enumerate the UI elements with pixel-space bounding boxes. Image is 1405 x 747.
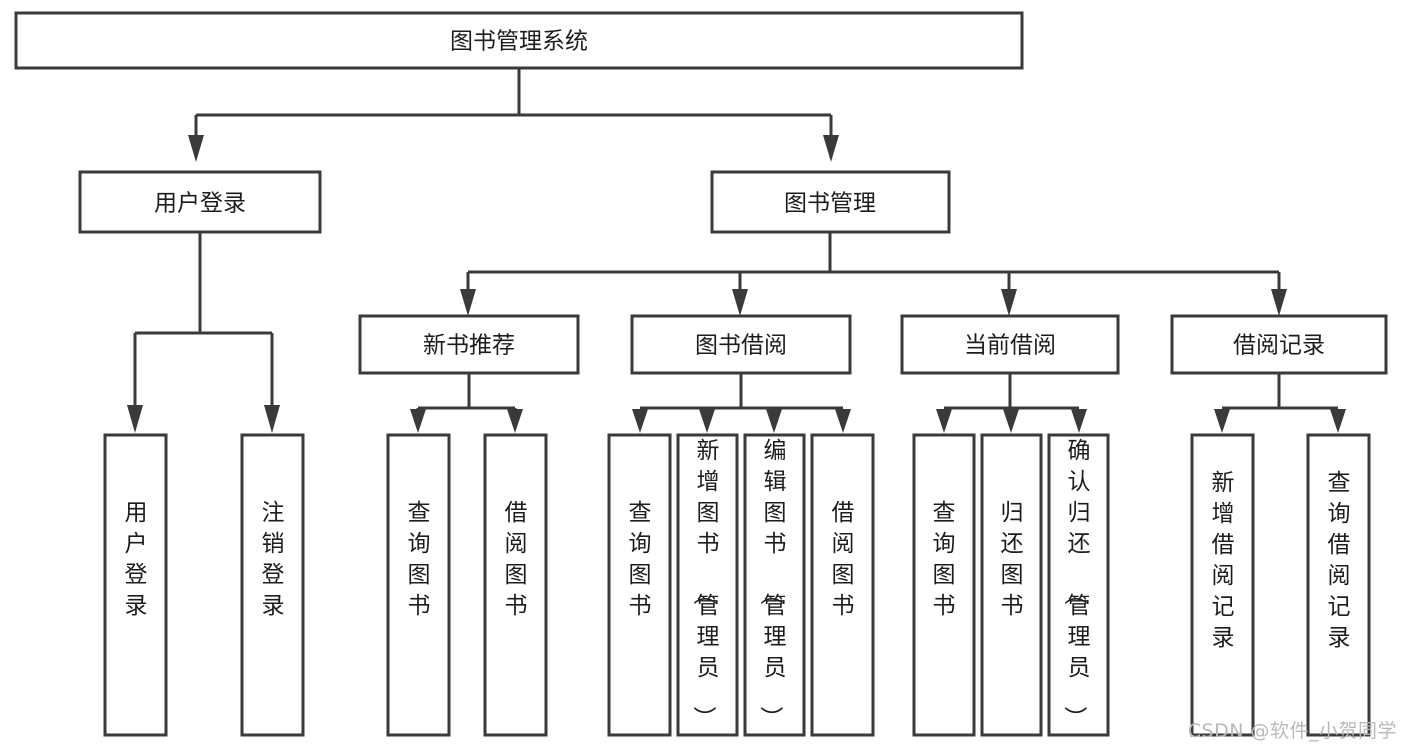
connector-group-book-management [460,232,1287,316]
leaf-label-new-book-1: 查询图书 [408,500,431,619]
leaf-box-book-borrow-4[interactable] [810,433,875,737]
leaf-new-book-1[interactable]: 查询图书 [386,433,451,737]
leaf-label-book-borrow-4: 借阅图书 [832,500,855,619]
leaf-label-current-borrow-2: 归还图书 [1001,500,1024,619]
node-label-user-login: 用户登录 [154,191,246,217]
leaf-box-user-login-2[interactable] [240,433,305,737]
connector-group-borrow-record [1214,373,1346,433]
leaf-label-user-login-1: 用户登录 [125,500,148,619]
node-new-book-recommend[interactable]: 新书推荐 [358,314,580,375]
leaf-label-current-borrow-3: 确认归还（管理员） [1062,438,1091,729]
node-box-user-login[interactable] [78,170,322,234]
leaf-box-new-book-1[interactable] [386,433,451,737]
node-box-book-borrow[interactable] [630,314,852,375]
node-root[interactable]: 图书管理系统 [14,11,1024,70]
leaf-book-borrow-2[interactable]: 新增图书（管理员） [676,433,739,737]
leaf-label-book-borrow-1: 查询图书 [629,500,652,619]
leaf-box-current-borrow-2[interactable] [980,433,1043,737]
leaf-box-book-borrow-2[interactable] [676,433,739,737]
node-box-current-borrow[interactable] [900,314,1120,375]
node-label-book-borrow: 图书借阅 [695,333,787,359]
leaf-box-borrow-record-2[interactable] [1306,433,1371,737]
leaf-box-user-login-1[interactable] [103,433,168,737]
node-label-borrow-record: 借阅记录 [1233,333,1325,359]
leaf-borrow-record-2[interactable]: 查询借阅记录 [1306,433,1371,737]
connector-group-user-login [127,232,280,433]
node-book-management[interactable]: 图书管理 [710,170,951,234]
connector-group-root [188,68,839,162]
leaf-borrow-record-1[interactable]: 新增借阅记录 [1190,433,1255,737]
arrow-head-user-login-leaf2 [264,405,280,433]
node-current-borrow[interactable]: 当前借阅 [900,314,1120,375]
leaf-label-borrow-record-2: 查询借阅记录 [1328,470,1351,651]
arrow-head-current-borrow-leaf3 [1071,409,1087,433]
node-label-current-borrow: 当前借阅 [964,333,1056,359]
arrow-head-book-borrow-leaf4 [835,409,851,433]
leaf-label-book-borrow-3: 编辑图书（管理员） [758,438,787,729]
connector-group-book-borrow [632,373,851,433]
node-box-borrow-record[interactable] [1170,314,1388,375]
arrow-head-book-mgmt [823,135,839,162]
leaf-box-book-borrow-3[interactable] [743,433,806,737]
arrow-head-book-borrow-leaf3 [766,409,782,433]
node-borrow-record[interactable]: 借阅记录 [1170,314,1388,375]
arrow-head-current-borrow-leaf2 [1003,409,1019,433]
node-label-book-management: 图书管理 [784,191,876,217]
arrow-head-current-borrow [1001,289,1017,316]
node-box-root[interactable] [14,11,1024,70]
leaf-box-new-book-2[interactable] [483,433,548,737]
leaf-current-borrow-2[interactable]: 归还图书 [980,433,1043,737]
csdn-watermark: CSDN @软件_小贺同学 [1187,720,1397,742]
leaf-book-borrow-4[interactable]: 借阅图书 [810,433,875,737]
leaf-current-borrow-1[interactable]: 查询图书 [912,433,976,737]
arrow-head-book-borrow [732,289,748,316]
leaf-box-borrow-record-1[interactable] [1190,433,1255,737]
arrow-head-new-book-leaf1 [410,409,426,433]
arrow-head-user-login-leaf1 [127,405,143,433]
arrow-head-borrow-record [1271,289,1287,316]
node-user-login[interactable]: 用户登录 [78,170,322,234]
leaf-user-login-1[interactable]: 用户登录 [103,433,168,737]
leaf-box-current-borrow-3[interactable] [1047,433,1110,737]
arrow-head-current-borrow-leaf1 [936,409,952,433]
leaf-box-current-borrow-1[interactable] [912,433,976,737]
leaf-label-borrow-record-1: 新增借阅记录 [1212,470,1235,651]
arrow-head-user-login [188,135,204,162]
leaf-book-borrow-3[interactable]: 编辑图书（管理员） [743,433,806,737]
arrow-head-borrow-record-leaf2 [1330,409,1346,433]
leaf-label-user-login-2: 注销登录 [262,500,285,619]
leaf-current-borrow-3[interactable]: 确认归还（管理员） [1047,433,1110,737]
leaf-label-current-borrow-1: 查询图书 [933,500,956,619]
leaf-label-book-borrow-2: 新增图书（管理员） [691,438,720,729]
leaf-box-book-borrow-1[interactable] [607,433,672,737]
node-label-root: 图书管理系统 [450,29,588,55]
arrow-head-new-book [460,289,476,316]
arrow-head-book-borrow-leaf1 [632,409,648,433]
arrow-head-borrow-record-leaf1 [1214,409,1230,433]
node-box-new-book-recommend[interactable] [358,314,580,375]
leaf-book-borrow-1[interactable]: 查询图书 [607,433,672,737]
arrow-head-book-borrow-leaf2 [699,409,715,433]
leaf-new-book-2[interactable]: 借阅图书 [483,433,548,737]
connector-group-new-book-recommend [410,373,523,433]
arrow-head-new-book-leaf2 [507,409,523,433]
node-label-new-book-recommend: 新书推荐 [423,333,515,359]
leaf-label-new-book-2: 借阅图书 [505,500,528,619]
leaf-user-login-2[interactable]: 注销登录 [240,433,305,737]
node-book-borrow[interactable]: 图书借阅 [630,314,852,375]
connector-group-current-borrow [936,373,1087,433]
